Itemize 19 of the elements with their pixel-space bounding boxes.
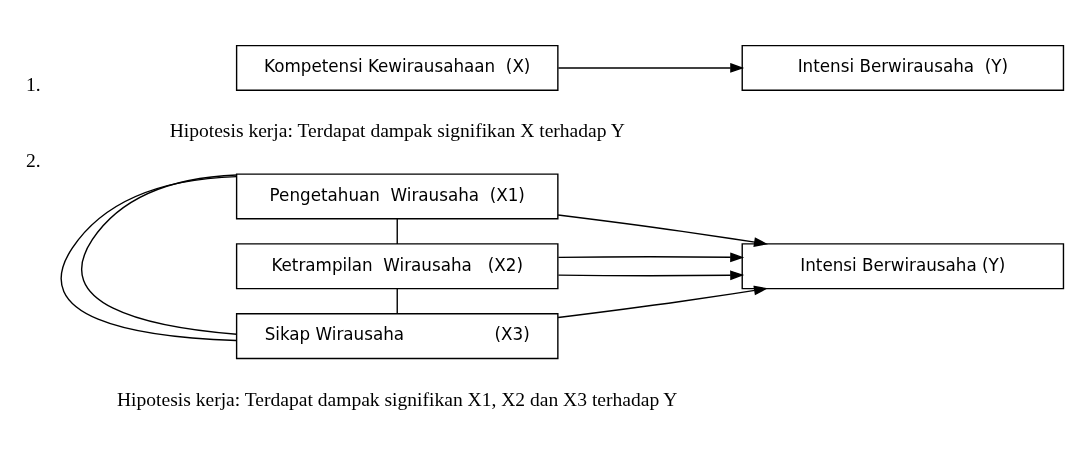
arrow — [557, 213, 768, 247]
arrow — [557, 285, 768, 318]
node-box: Intensi Berwirausaha (Y) — [741, 44, 1065, 91]
label: 2. — [26, 149, 41, 171]
arrow — [557, 269, 745, 280]
arrow — [557, 251, 745, 262]
connector — [80, 173, 238, 335]
node-box: Kompetensi Kewirausahaan (X) — [235, 44, 559, 91]
node-box: Intensi Berwirausaha (Y) — [741, 242, 1065, 289]
connector — [396, 217, 398, 245]
label: 1. — [26, 73, 41, 95]
label: Hipotesis kerja: Terdapat dampak signifikan X1, X2 dan X3 terhadap Y — [117, 388, 678, 410]
connector — [396, 287, 398, 314]
arrow — [557, 62, 745, 73]
node-box: Sikap Wirausaha (X3) — [235, 312, 559, 359]
node-box: Ketrampilan Wirausaha (X2) — [235, 242, 559, 289]
connector — [60, 175, 238, 341]
label: Hipotesis kerja: Terdapat dampak signifikan X terhadap Y — [169, 119, 625, 141]
node-box: Pengetahuan Wirausaha (X1) — [235, 172, 559, 219]
